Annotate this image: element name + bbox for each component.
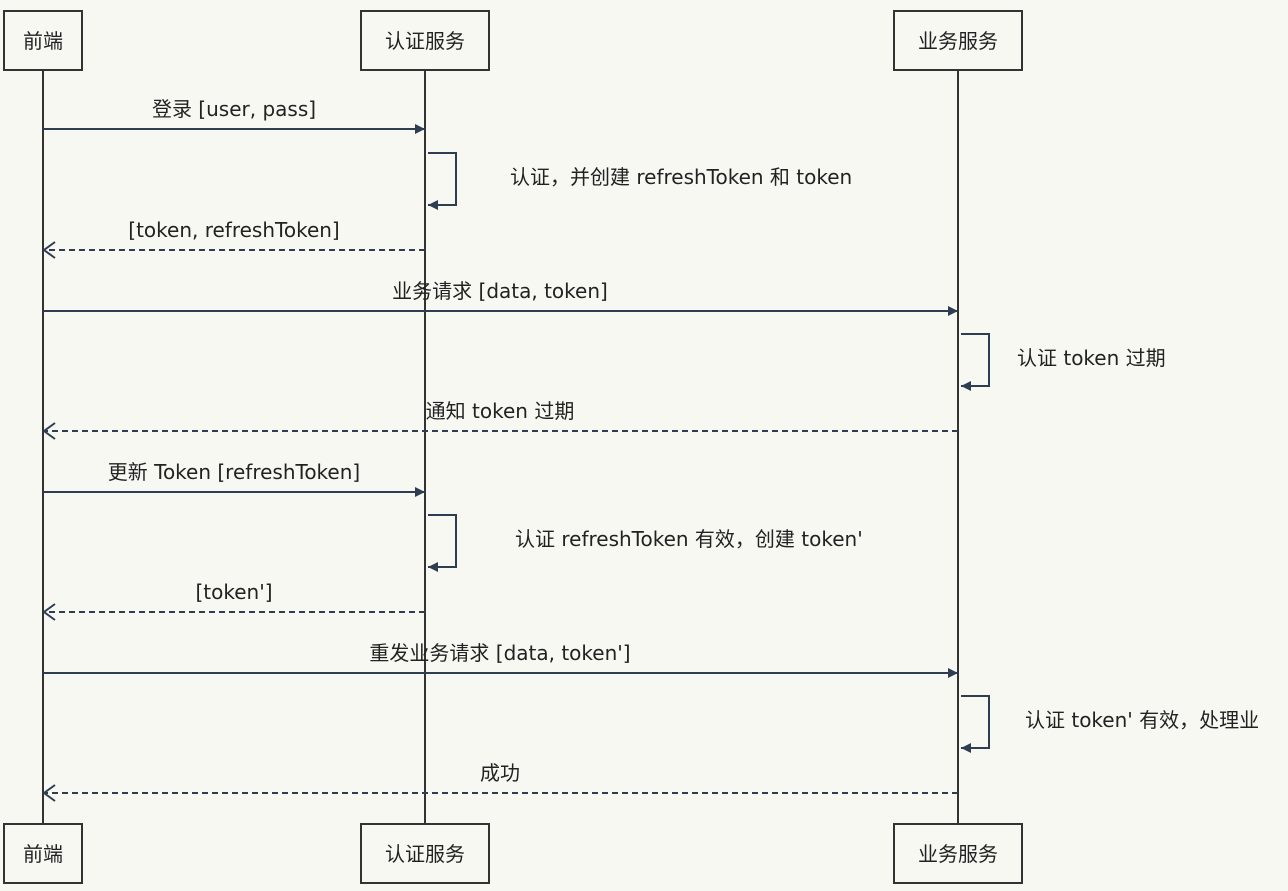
- participant-auth-bottom: 认证服务: [360, 823, 490, 884]
- participant-label: 前端: [23, 29, 63, 53]
- self-arrow: [961, 695, 990, 753]
- participant-business-top: 业务服务: [893, 10, 1023, 71]
- message-success: 成功: [42, 761, 958, 802]
- message-resend-request: 重发业务请求 [data, token']: [43, 641, 958, 678]
- message-return-new-token: [token']: [42, 580, 425, 621]
- participant-auth-top: 认证服务: [360, 10, 490, 71]
- self-arrow: [428, 152, 457, 210]
- open-arrowhead: [42, 603, 56, 621]
- message-label: 认证 token' 有效，处理业: [1025, 708, 1259, 732]
- self-arrow: [428, 514, 457, 572]
- message-label: 认证 refreshToken 有效，创建 token': [515, 527, 863, 551]
- message-label: [token, refreshToken]: [128, 218, 339, 242]
- participant-label: 前端: [23, 842, 63, 866]
- message-label: 通知 token 过期: [426, 399, 575, 423]
- self-message-auth-create: 认证，并创建 refreshToken 和 token: [428, 152, 852, 210]
- message-return-tokens: [token, refreshToken]: [42, 218, 425, 259]
- participant-label: 业务服务: [918, 842, 998, 866]
- message-label: 登录 [user, pass]: [152, 97, 316, 121]
- message-notify-expired: 通知 token 过期: [42, 399, 958, 440]
- open-arrowhead: [42, 422, 56, 440]
- message-label: 认证 token 过期: [1017, 346, 1166, 370]
- participant-frontend-bottom: 前端: [3, 823, 83, 884]
- participant-label: 业务服务: [918, 29, 998, 53]
- message-label: 更新 Token [refreshToken]: [108, 460, 360, 484]
- message-label: [token']: [195, 580, 272, 604]
- participant-business-bottom: 业务服务: [893, 823, 1023, 884]
- participant-label: 认证服务: [385, 842, 465, 866]
- self-message-business-valid: 认证 token' 有效，处理业: [961, 695, 1259, 753]
- message-label: 认证，并创建 refreshToken 和 token: [510, 165, 852, 189]
- message-label: 业务请求 [data, token]: [392, 279, 608, 303]
- message-business-request: 业务请求 [data, token]: [43, 279, 958, 316]
- self-arrow: [961, 333, 990, 391]
- open-arrowhead: [42, 784, 56, 802]
- message-login: 登录 [user, pass]: [43, 97, 425, 134]
- open-arrowhead: [42, 241, 56, 259]
- message-label: 成功: [480, 761, 520, 785]
- self-message-business-expired: 认证 token 过期: [961, 333, 1166, 391]
- message-label: 重发业务请求 [data, token']: [369, 641, 630, 665]
- participant-frontend-top: 前端: [3, 10, 83, 71]
- message-refresh-token: 更新 Token [refreshToken]: [43, 460, 425, 497]
- participant-label: 认证服务: [385, 29, 465, 53]
- self-message-auth-refresh-valid: 认证 refreshToken 有效，创建 token': [428, 514, 863, 572]
